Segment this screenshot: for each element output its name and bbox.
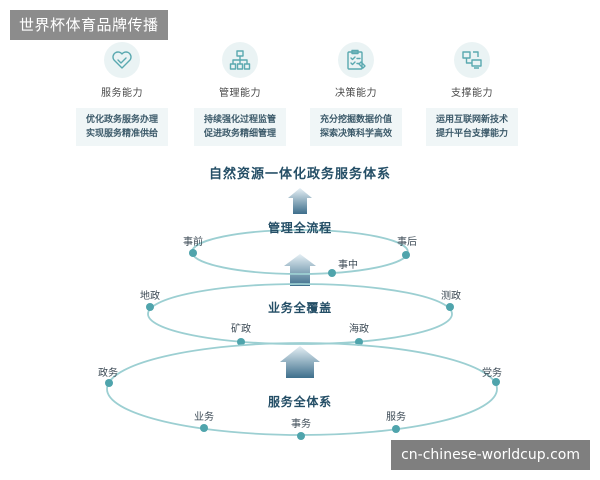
- ring-node: [492, 378, 500, 386]
- ring-node: [446, 303, 454, 311]
- arrow-middle: [284, 254, 316, 286]
- ring-label: 地政: [140, 289, 160, 302]
- capability-support: 支撑能力 运用互联网新技术 提升平台支撑能力: [426, 42, 518, 146]
- ring-title: 服务全体系: [268, 394, 332, 409]
- capability-title: 管理能力: [219, 88, 261, 99]
- ring-label: 党务: [482, 366, 502, 379]
- ring-node: [105, 379, 113, 387]
- ring-title: 管理全流程: [268, 220, 332, 235]
- ring-label: 事中: [338, 258, 358, 271]
- ring-label: 政务: [98, 366, 118, 379]
- capability-description: 优化政务服务办理 实现服务精准供给: [76, 108, 168, 146]
- ring-node: [146, 303, 154, 311]
- capability-title: 支撑能力: [451, 88, 493, 99]
- ring-node: [237, 338, 245, 346]
- ring-node: [328, 269, 336, 277]
- capability-decision: 决策能力 充分挖掘数据价值 探索决策科学高效: [310, 42, 402, 146]
- handshake-heart-icon: [104, 42, 140, 78]
- ring-label: 事务: [291, 417, 311, 430]
- ring-node: [297, 432, 305, 440]
- ring-node: [402, 251, 410, 259]
- ring-label: 海政: [349, 322, 369, 335]
- diagram-title: 自然资源一体化政务服务体系: [209, 166, 391, 182]
- capability-service: 服务能力 优化政务服务办理 实现服务精准供给: [76, 42, 168, 146]
- ring-node: [392, 425, 400, 433]
- ring-node: [200, 424, 208, 432]
- monitor-network-icon: [454, 42, 490, 78]
- watermark-url: cn-chinese-worldcup.com: [391, 440, 590, 470]
- ring-title: 业务全覆盖: [268, 300, 332, 315]
- ring-label: 矿政: [231, 322, 251, 335]
- capability-description: 运用互联网新技术 提升平台支撑能力: [426, 108, 518, 146]
- capability-description: 持续强化过程监管 促进政务精细管理: [194, 108, 286, 146]
- ring-business: [147, 283, 453, 345]
- arrow-top: [288, 188, 312, 214]
- ring-label: 业务: [194, 410, 214, 423]
- capability-management: 管理能力 持续强化过程监管 促进政务精细管理: [194, 42, 286, 146]
- hierarchy-icon: [222, 42, 258, 78]
- ring-label: 事前: [183, 235, 203, 248]
- capability-title: 决策能力: [335, 88, 377, 99]
- clipboard-check-icon: [338, 42, 374, 78]
- brand-badge: 世界杯体育品牌传播: [10, 10, 168, 40]
- ring-label: 事后: [397, 235, 417, 248]
- capability-title: 服务能力: [101, 88, 143, 99]
- ring-label: 服务: [386, 410, 406, 423]
- ring-node: [189, 249, 197, 257]
- arrow-bottom: [280, 346, 320, 378]
- ring-label: 测政: [441, 289, 461, 302]
- capability-description: 充分挖掘数据价值 探索决策科学高效: [310, 108, 402, 146]
